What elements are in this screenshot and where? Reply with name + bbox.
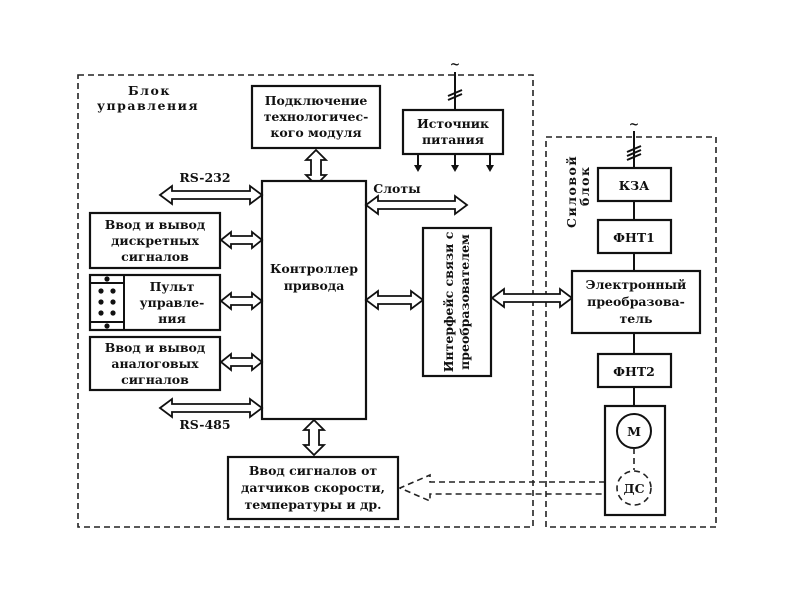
slots-label: Слоты [373,181,421,196]
motor-label: М [627,424,641,439]
power-supply-text-1: Источник [417,116,489,131]
controller-text-1: Контроллер [270,261,358,276]
control-panel-text-3: ния [158,311,186,326]
power-block-label-2: блок [577,165,592,206]
power-supply-ac-symbol: ~ [450,56,460,71]
speed-feedback-arrow [397,473,605,503]
analog-io-text-2: аналоговых [111,356,199,371]
control-panel-text-1: Пульт [150,279,195,294]
power-supply-box [401,108,505,156]
control-block-label-2: управления [97,98,199,113]
analog-io-arrow [219,352,264,372]
analog-io-text-3: сигналов [121,372,189,387]
converter-text-1: Электронный [586,277,687,292]
discrete-io-arrow [219,230,264,250]
sensor-input-link-arrow [301,418,327,457]
mains-phase-tick-1 [626,145,642,153]
controller-interface-arrow [364,289,425,311]
power-block-label-1: Силовой [564,155,579,228]
mains-ac-symbol: ~ [629,116,639,131]
power-block-label: Силовой блок [564,155,592,228]
tech-module-box [250,84,382,150]
discrete-io-text-1: Ввод и вывод [105,217,205,232]
fnt2-box [596,352,673,389]
mains-phase-tick-3 [626,153,642,161]
rs232-arrow [158,184,264,206]
tech-module-link-arrow [303,148,329,187]
sensor-input-text-3: температуры и др. [245,497,382,512]
kza-text: КЗА [619,178,650,193]
fnt1-box [596,218,673,255]
interface-converter-arrow [490,287,574,309]
converter-interface-label: Интерфейс связи с преобразователем [441,231,472,372]
controller-box [260,179,368,421]
rs485-label: RS-485 [179,417,230,432]
fnt1-text: ФНТ1 [613,230,655,245]
discrete-io-box [88,211,222,270]
power-block-frame [545,136,717,528]
mains-phase-tick-2 [626,149,642,157]
control-panel-text-2: управле- [140,295,205,310]
sensor-input-text-2: датчиков скорости, [241,480,385,495]
slots-arrow [364,194,469,216]
analog-io-text-1: Ввод и вывод [105,340,205,355]
power-supply-outputs [414,154,494,172]
analog-io-box [88,335,222,392]
rs485-arrow [158,397,264,419]
keypad-icon [98,276,116,329]
control-panel-arrow [219,291,264,311]
electronic-converter-box [570,269,702,335]
controller-text-2: привода [284,278,345,293]
power-supply-text-2: питания [422,132,484,147]
converter-interface-box [421,226,493,378]
converter-text-3: тель [620,311,653,326]
converter-text-2: преобразова- [587,294,685,309]
power-phase-tick-2 [447,93,463,101]
fnt2-text: ФНТ2 [613,364,655,379]
discrete-io-text-3: сигналов [121,249,189,264]
rs232-label: RS-232 [179,170,230,185]
discrete-io-text-2: дискретных [111,233,199,248]
kza-box [596,166,673,203]
control-block-label-1: Блок [128,83,171,98]
power-phase-tick-1 [447,89,463,97]
converter-interface-text-1: Интерфейс связи с [441,231,456,372]
tech-module-text-2: технологичес- [264,109,369,124]
sensor-input-text-1: Ввод сигналов от [249,463,378,478]
tech-module-text-1: Подключение [265,93,368,108]
tech-module-text-3: кого модуля [270,125,361,140]
sensor-input-box [226,455,400,521]
speed-sensor-icon [616,470,652,506]
converter-interface-text-2: преобразователем [457,234,472,370]
speed-sensor-label: ДС [623,481,644,496]
